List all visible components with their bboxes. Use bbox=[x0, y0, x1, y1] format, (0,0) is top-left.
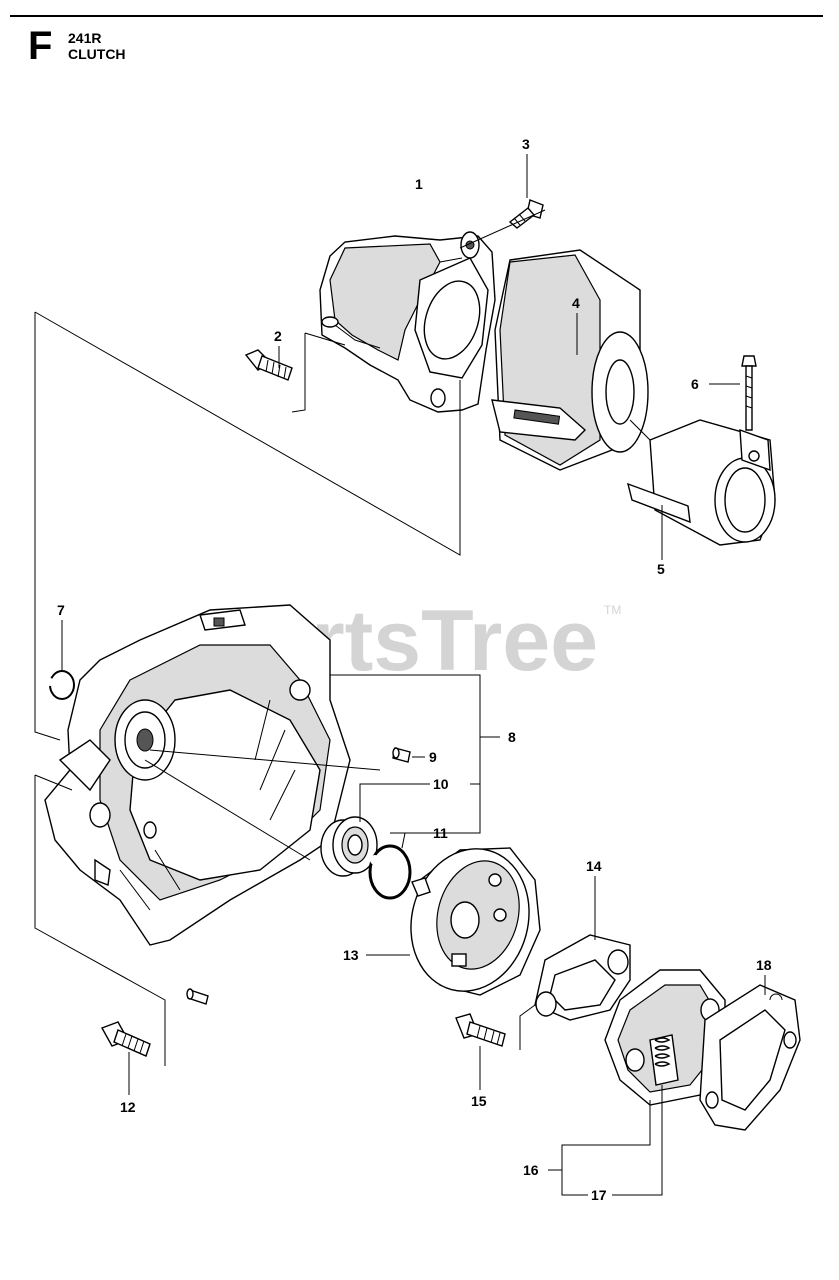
part-15-screw[interactable] bbox=[455, 1013, 506, 1047]
callout-17[interactable]: 17 bbox=[591, 1187, 607, 1203]
crankcase-pin[interactable] bbox=[186, 988, 209, 1005]
callout-5[interactable]: 5 bbox=[657, 561, 665, 577]
callout-6[interactable]: 6 bbox=[691, 376, 699, 392]
callout-16[interactable]: 16 bbox=[523, 1162, 539, 1178]
callout-11[interactable]: 11 bbox=[433, 825, 448, 841]
part-13-clutch-drum[interactable] bbox=[395, 835, 544, 1004]
callout-18[interactable]: 18 bbox=[756, 957, 772, 973]
callout-13[interactable]: 13 bbox=[343, 947, 359, 963]
callout-labels: 1 2 3 4 5 6 7 8 9 10 11 12 13 14 15 16 1… bbox=[57, 136, 772, 1203]
part-9-pin[interactable] bbox=[392, 747, 411, 763]
part-14-plate[interactable] bbox=[534, 934, 631, 1021]
part-11-snap-ring[interactable] bbox=[368, 844, 412, 900]
part-1-clutch-cover[interactable] bbox=[319, 231, 496, 413]
part-4-sleeve[interactable] bbox=[491, 249, 649, 471]
section-letter: F bbox=[28, 24, 53, 68]
callout-15[interactable]: 15 bbox=[471, 1093, 487, 1109]
part-2-screw[interactable] bbox=[244, 349, 293, 381]
callout-1[interactable]: 1 bbox=[415, 176, 423, 192]
part-10-bearing[interactable] bbox=[320, 816, 378, 877]
callout-2[interactable]: 2 bbox=[274, 328, 282, 344]
part-12-screw[interactable] bbox=[100, 1021, 151, 1057]
part-6-screw[interactable] bbox=[741, 355, 757, 431]
part-5-clamp[interactable] bbox=[627, 419, 776, 546]
callout-7[interactable]: 7 bbox=[57, 602, 65, 618]
callout-14[interactable]: 14 bbox=[586, 858, 602, 874]
callout-9[interactable]: 9 bbox=[429, 749, 437, 765]
callout-10[interactable]: 10 bbox=[433, 776, 449, 792]
callout-4[interactable]: 4 bbox=[572, 295, 580, 311]
callout-8[interactable]: 8 bbox=[508, 729, 516, 745]
callout-12[interactable]: 12 bbox=[120, 1099, 136, 1115]
reference-lines bbox=[34, 209, 651, 1066]
part-7-circlip[interactable] bbox=[46, 670, 75, 700]
diagram-title: CLUTCH bbox=[68, 46, 126, 62]
part-8-crankcase[interactable] bbox=[44, 604, 351, 946]
callout-leaders bbox=[61, 154, 766, 1196]
callout-3[interactable]: 3 bbox=[522, 136, 530, 152]
header-rule bbox=[10, 15, 823, 17]
part-17-spring[interactable] bbox=[654, 1037, 671, 1067]
watermark-trademark: TM bbox=[604, 603, 621, 617]
model-number: 241R bbox=[68, 30, 102, 46]
part-18-washer[interactable] bbox=[699, 984, 801, 1131]
